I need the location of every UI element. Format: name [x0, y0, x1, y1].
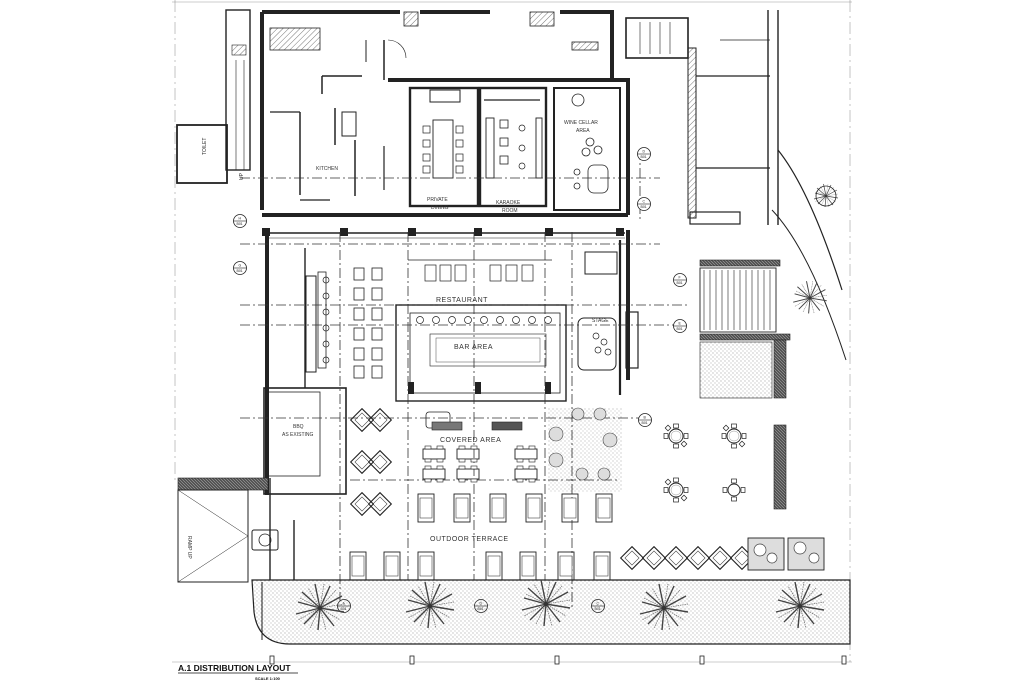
structural-columns	[262, 228, 624, 394]
terrace-lounge-chairs	[620, 546, 754, 570]
private-dining-table	[422, 119, 464, 179]
kitchen-label: KITCHEN	[316, 166, 338, 172]
terrace-round-tables	[663, 423, 747, 503]
bottom-pillars	[269, 655, 847, 665]
drawing-title: A.1 DISTRIBUTION LAYOUT	[178, 663, 291, 673]
restaurant-label: RESTAURANT	[436, 297, 488, 304]
planter-wall	[773, 339, 787, 399]
restaurant-structure	[265, 232, 639, 402]
bbq-label-1: BBQ	[293, 424, 304, 430]
column	[529, 11, 555, 27]
private-dining-room	[408, 86, 480, 208]
up-label: UP	[239, 172, 245, 180]
toilet-room	[176, 124, 228, 184]
svg-text:H: H	[239, 217, 242, 221]
karaoke-seating	[485, 117, 543, 179]
drawing-scale: SCALE 1:100	[255, 676, 281, 681]
svg-text:B01: B01	[677, 281, 683, 285]
karaoke-room	[478, 86, 548, 208]
svg-text:B01: B01	[677, 327, 683, 331]
karaoke-label-2: ROOM	[502, 208, 518, 214]
right-structure	[625, 10, 847, 361]
bbq-counter	[267, 391, 321, 477]
wine-cellar-room	[553, 87, 621, 211]
column	[571, 41, 599, 51]
covered-area-furniture	[350, 408, 538, 516]
bbq-label-2: AS EXISTING	[282, 432, 314, 438]
svg-text:B01: B01	[641, 205, 647, 209]
wine-cellar-label-1: WINE CELLAR	[564, 120, 598, 126]
exterior-stair-treads	[703, 270, 771, 330]
svg-text:G: G	[239, 264, 242, 268]
planting-bed	[699, 341, 773, 399]
svg-text:B01: B01	[641, 155, 647, 159]
karaoke-label-1: KARAOKE	[496, 200, 521, 206]
ramp-label: RAMP UP	[186, 536, 192, 559]
svg-text:B01: B01	[642, 421, 648, 425]
svg-text:D: D	[643, 150, 646, 154]
svg-text:E: E	[679, 322, 682, 326]
restaurant-booths	[317, 267, 383, 379]
private-dining-label-1: PRIVATE	[427, 197, 448, 203]
svg-text:B01: B01	[237, 222, 243, 226]
outdoor-terrace-label: OUTDOOR TERRACE	[430, 536, 509, 543]
svg-text:C: C	[643, 200, 646, 204]
wine-cellar-label-2: AREA	[576, 128, 590, 134]
planter-pot	[815, 185, 837, 207]
left-stair	[225, 9, 251, 171]
toilet-label: TOILET	[202, 138, 208, 155]
stage-label: STAGE	[592, 318, 609, 324]
kitchen-fixtures	[270, 39, 407, 201]
planter-wall	[773, 424, 787, 510]
bar-area-label: BAR AREA	[454, 344, 493, 351]
stage-equipment	[592, 332, 612, 356]
ramp	[177, 477, 295, 583]
covered-area-label: COVERED AREA	[440, 437, 501, 444]
column	[403, 11, 419, 27]
kitchen-hood	[269, 27, 321, 51]
landscape-strip	[251, 579, 851, 645]
svg-text:B: B	[644, 416, 647, 420]
covered-lounge-seats	[548, 407, 618, 481]
wine-cellar-fixtures	[571, 93, 609, 194]
planter-boxes	[747, 537, 825, 571]
private-dining-label-2: DINING	[431, 205, 449, 211]
svg-text:F: F	[679, 276, 681, 280]
exterior-stair	[699, 259, 791, 341]
bbq-area	[263, 387, 347, 495]
tv-unit	[429, 89, 461, 103]
svg-text:B01: B01	[237, 269, 243, 273]
